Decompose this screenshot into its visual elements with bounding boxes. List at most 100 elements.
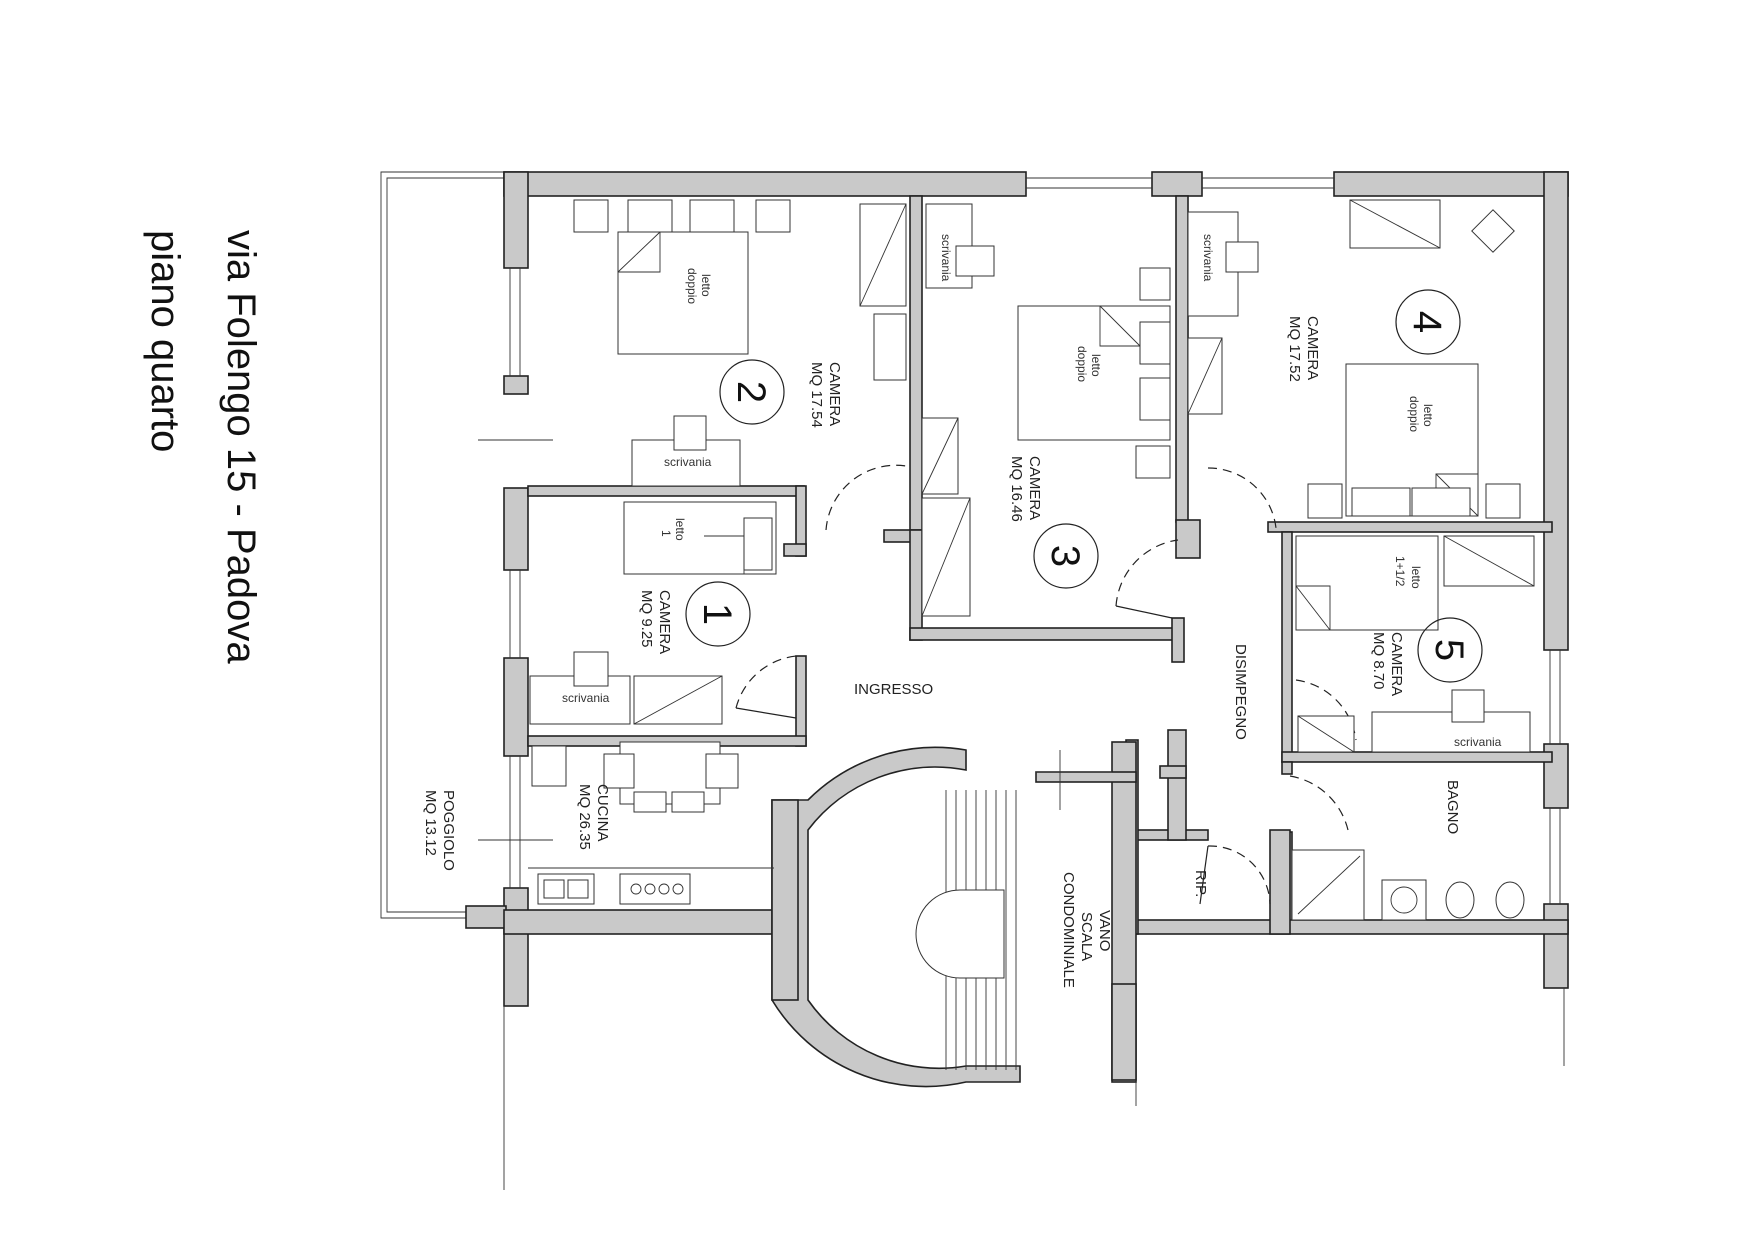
room-number-3: 3 [1043,545,1087,567]
walls [465,171,1569,1088]
wall-right [1543,171,1569,651]
title-floor: piano quarto [143,230,187,452]
wall-c2-c3 [909,195,923,539]
camera3-bed-label: letto [1089,354,1103,377]
camera1-bed-type: 1 [659,530,673,537]
wall-stair-right-lower [1111,983,1137,1081]
wall-left-3 [503,487,529,571]
furniture-cucina [528,741,774,905]
camera4-name: CAMERA [1304,316,1321,380]
wall-c4-bottom [1267,521,1553,533]
furniture-camera4 [1187,199,1521,519]
camera5-bed-label: letto [1409,566,1423,589]
camera1-area: MQ 9.25 [638,590,655,648]
room-number-circle-4 [1395,289,1461,355]
wall-left-4 [503,657,529,757]
camera3-name: CAMERA [1026,456,1043,520]
wall-stair-top-h [1035,771,1137,783]
plan-title: via Folengo 15 - Padova piano quarto [143,230,263,664]
double-bed-icon [617,231,749,355]
wall-top [503,171,1027,197]
cucina-area: MQ 26.35 [576,784,593,850]
camera1-name: CAMERA [656,590,673,654]
room-number-4: 4 [1405,311,1449,333]
camera5-area: MQ 8.70 [1370,632,1387,690]
wall-c5-left [1281,531,1293,763]
wall-c1-stub [783,543,807,557]
camera4-bed-type: doppio [1407,396,1421,432]
wall-top-mid [1151,171,1203,197]
wall-stair-left [771,799,799,1001]
camera3-desk-label: scrivania [939,234,953,282]
wall-c3-c4-foot [1175,519,1201,559]
camera2-bed-label: letto [699,274,713,297]
single-bed-icon [1295,535,1439,631]
wall-left-5 [503,887,529,1007]
wall-c5-bottom [1281,751,1553,763]
room-number-1: 1 [695,603,739,625]
room-number-2: 2 [729,381,773,403]
title-address: via Folengo 15 - Padova [219,230,263,664]
disimpegno-name: DISIMPEGNO [1232,644,1249,740]
wall-bagno-left [1281,761,1293,775]
ingresso-name: INGRESSO [854,681,933,698]
wall-bottom-left [503,909,785,935]
stove-icon [619,873,691,905]
room-number-5: 5 [1427,639,1471,661]
toilet-icon [1495,881,1525,919]
camera2-desk-label: scrivania [664,455,712,469]
wall-stair-arch [771,746,1021,1088]
wall-c3-c4 [1175,195,1189,523]
room-number-circle-5 [1417,617,1483,683]
wall-rip-notch-2 [1159,765,1187,779]
wall-left-2 [503,375,529,395]
camera4-desk-label: scrivania [1201,234,1215,282]
camera5-name: CAMERA [1388,632,1405,696]
wall-top-right [1333,171,1569,197]
camera4-area: MQ 17.52 [1286,316,1303,382]
poggiolo-name: POGGIOLO [440,790,457,871]
wall-bottom [1135,919,1569,935]
wall-c3-corner [1171,617,1185,663]
camera3-bed-type: doppio [1075,346,1089,382]
sink-icon [1381,879,1427,921]
wall-left-1 [503,171,529,269]
stair [915,750,1112,1070]
cucina-name: CUCINA [594,784,611,842]
camera5-bed-type: 1+1/2 [1393,556,1407,587]
room-labels: CAMERA MQ 17.54 letto doppio scrivania C… [422,234,1502,988]
scala-line1: VANO [1096,910,1113,951]
wall-c2-c1 [527,485,805,497]
room-number-circle-1 [685,581,751,647]
furniture-bagno [1291,849,1525,921]
camera2-area: MQ 17.54 [808,362,825,428]
camera3-area: MQ 16.46 [1008,456,1025,522]
camera2-bed-type: doppio [685,268,699,304]
balcony-outline [380,171,553,919]
wall-right-3 [1543,903,1569,989]
scala-line2: SCALA [1078,912,1095,961]
room-numbers: 2 1 3 4 5 [685,289,1483,683]
room-number-circle-2 [719,359,785,425]
wall-rip-right [1269,829,1291,935]
furniture-camera5 [1295,535,1535,753]
scala-line3: CONDOMINIALE [1060,872,1077,988]
poggiolo-area: MQ 13.12 [422,790,439,856]
bagno-name: BAGNO [1444,780,1461,834]
camera5-desk-label: scrivania [1454,735,1502,749]
rip-name: RIP. [1192,870,1209,897]
wall-c1-right-lower [795,655,807,747]
furniture-camera3 [921,203,1171,617]
wall-left-stub [465,905,507,929]
bidet-icon [1445,881,1475,919]
furniture-camera2 [573,199,907,487]
furniture-camera1 [529,501,777,725]
room-number-circle-3 [1033,523,1099,589]
camera4-bed-label: letto [1421,404,1435,427]
windows [503,177,1565,1190]
wall-c3-bottom [909,529,923,641]
wall-c3-bottom-h [909,627,1181,641]
wall-rip-notch [1167,729,1187,841]
camera1-desk-label: scrivania [562,691,610,705]
